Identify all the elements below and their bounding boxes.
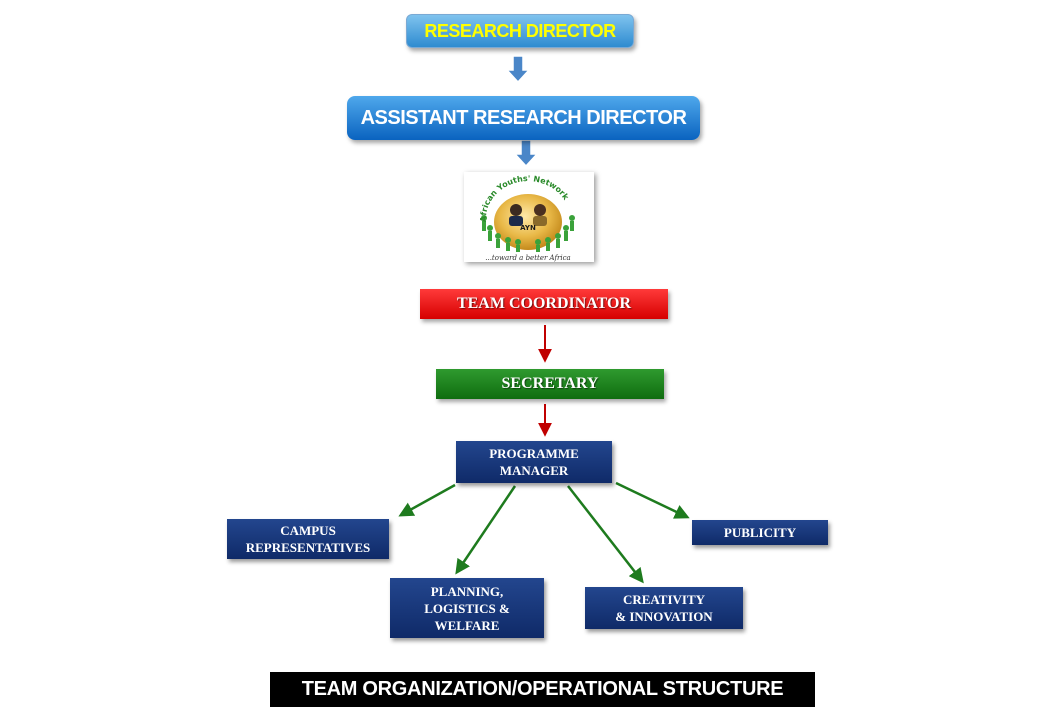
green-arrow-creativity xyxy=(567,485,644,584)
green-arrow-planning xyxy=(455,485,517,575)
green-arrow-publicity xyxy=(615,481,690,519)
programme-manager-box: PROGRAMME MANAGER xyxy=(456,441,612,483)
blue-arrow-1 xyxy=(505,55,531,84)
assistant-research-director-box: ASSISTANT RESEARCH DIRECTOR xyxy=(347,96,700,140)
svg-text:...toward a better Africa: ...toward a better Africa xyxy=(485,254,570,262)
creativity-innovation-box: CREATIVITY & INNOVATION xyxy=(585,587,743,629)
planning-logistics-welfare-box: PLANNING, LOGISTICS & WELFARE xyxy=(390,578,544,638)
ayn-logo-graphic: African Youths' Network AYN ...toward a … xyxy=(464,174,594,262)
secretary-box: SECRETARY xyxy=(436,369,664,399)
team-coordinator-box: TEAM COORDINATOR xyxy=(420,289,668,319)
publicity-box: PUBLICITY xyxy=(692,520,828,545)
diagram-caption: TEAM ORGANIZATION/OPERATIONAL STRUCTURE xyxy=(270,672,815,707)
svg-text:AYN: AYN xyxy=(520,224,536,232)
campus-representatives-box: CAMPUS REPRESENTATIVES xyxy=(227,519,389,559)
blue-arrow-2 xyxy=(513,139,539,168)
green-arrow-campus xyxy=(398,483,456,517)
ayn-logo: African Youths' Network AYN ...toward a … xyxy=(464,172,594,262)
research-director-box: RESEARCH DIRECTOR xyxy=(406,14,634,48)
